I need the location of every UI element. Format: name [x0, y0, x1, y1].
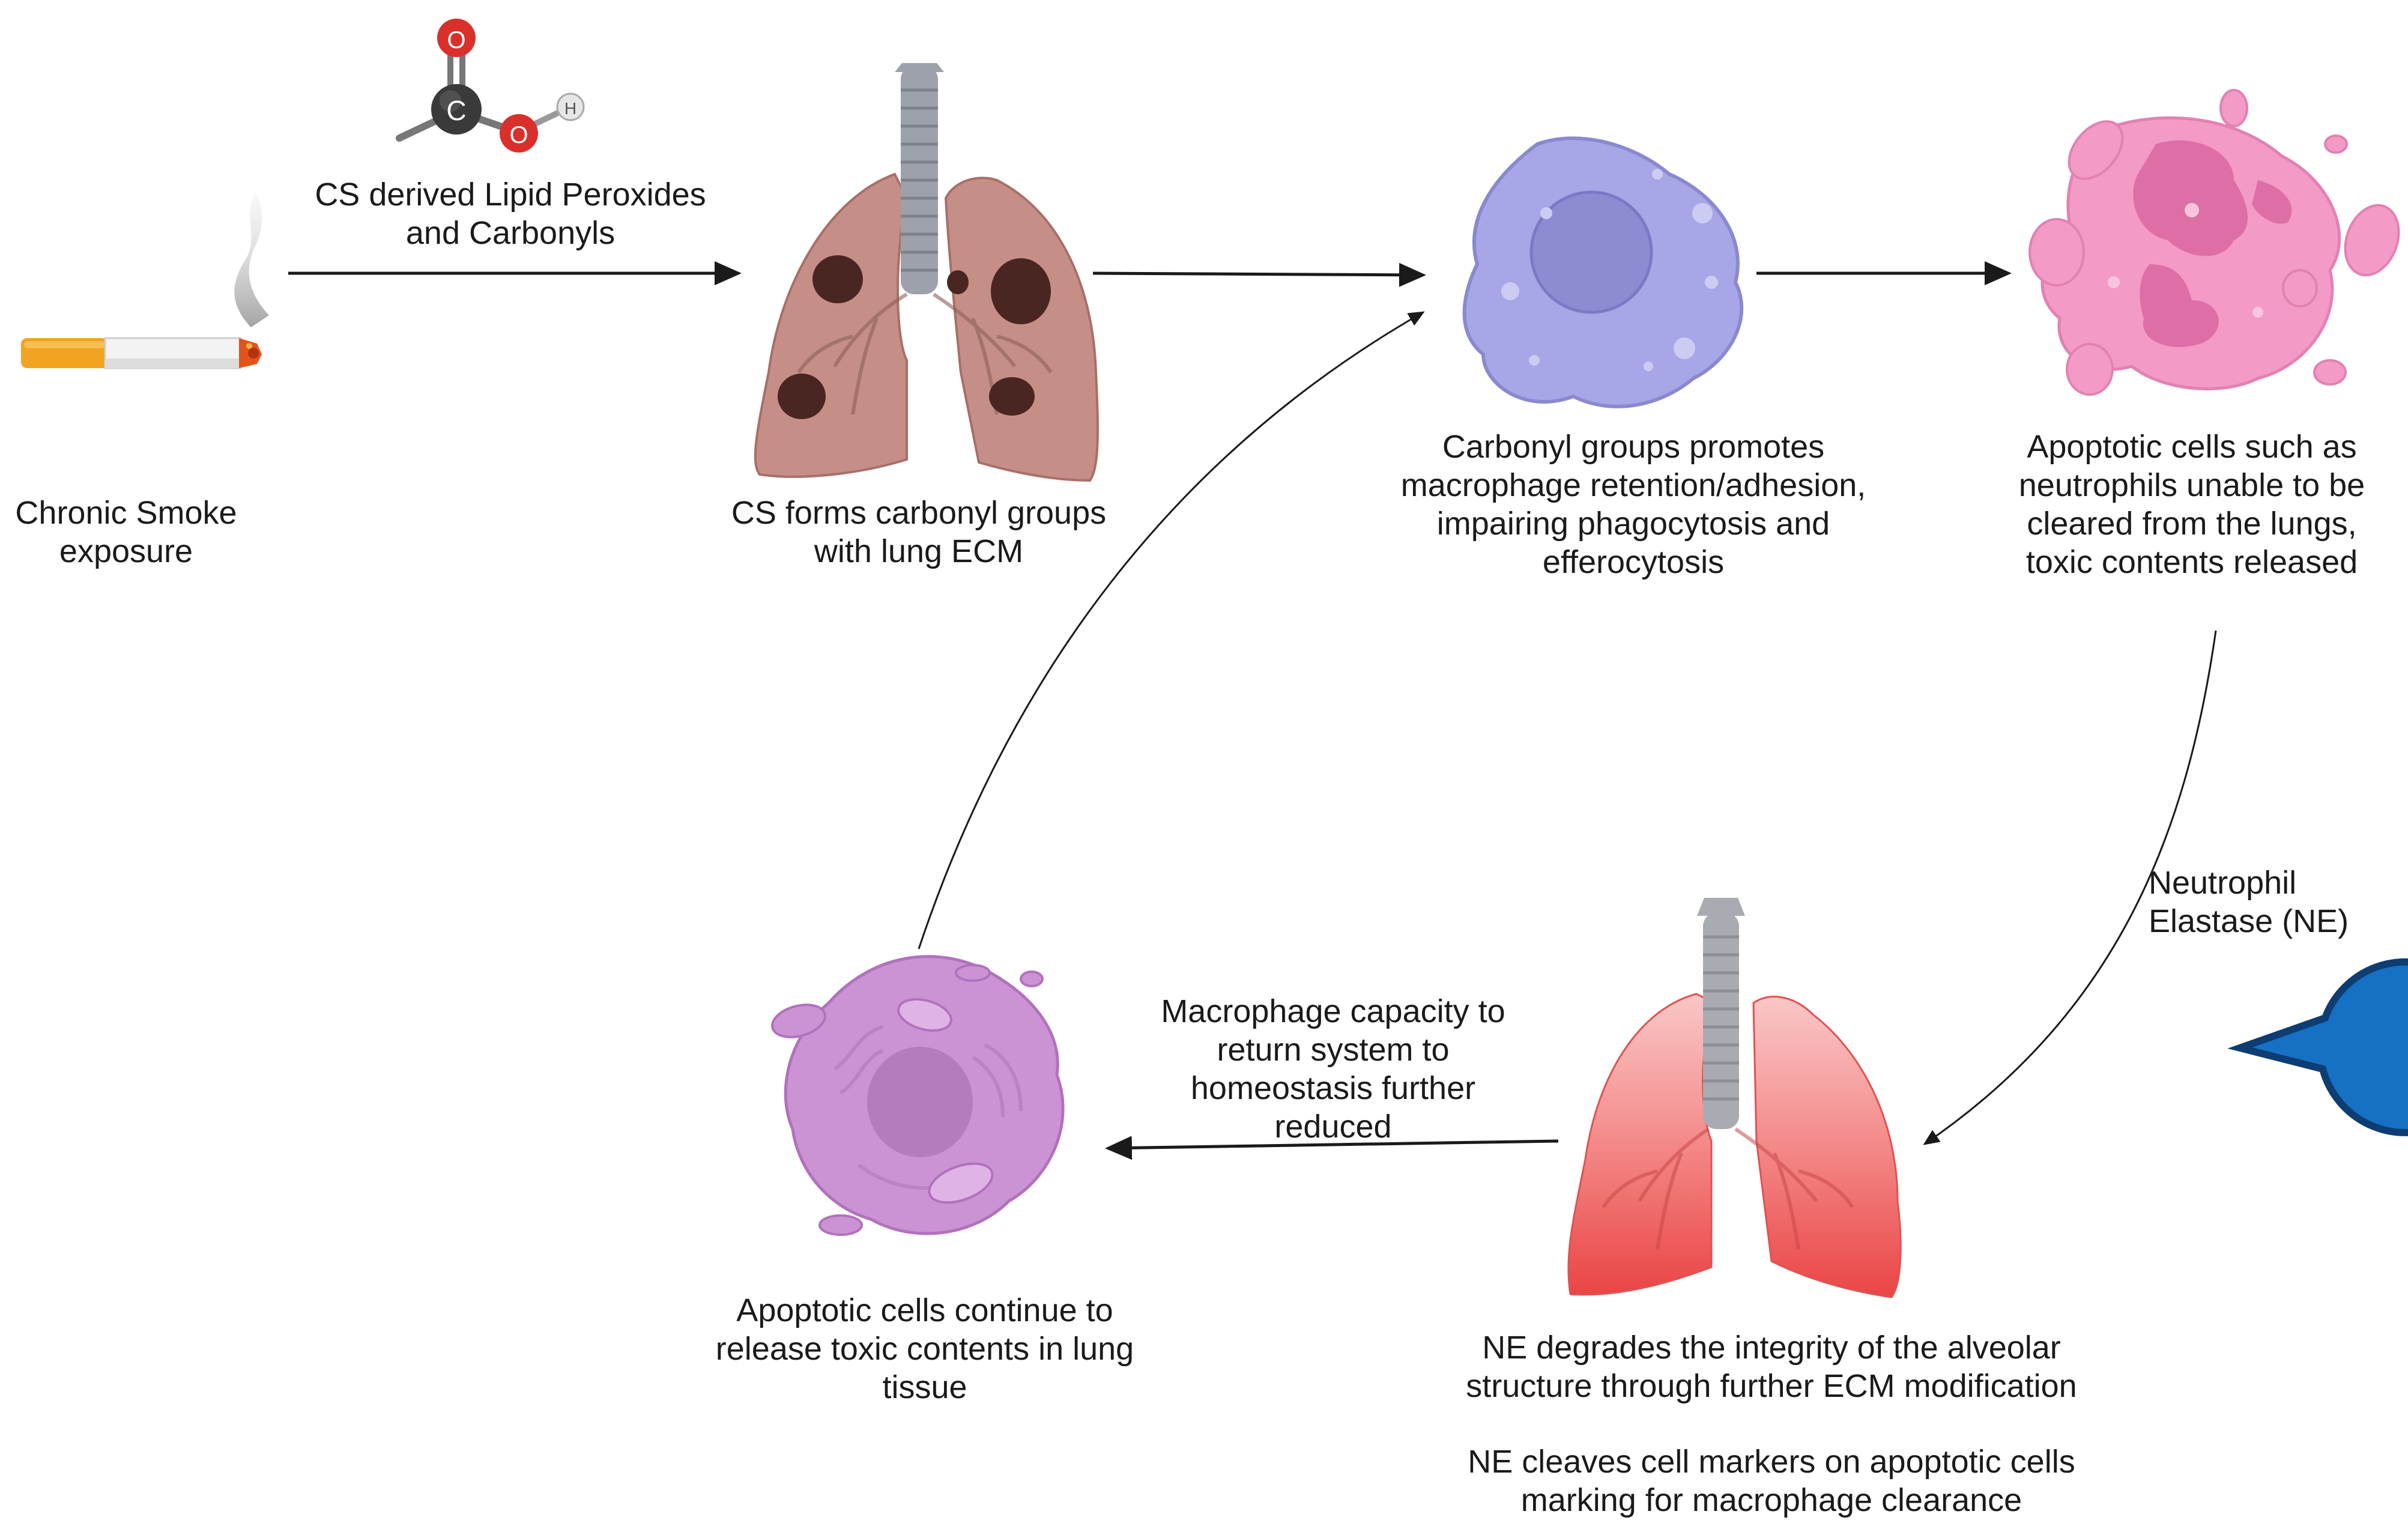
- arrow-apocell-to-macrophage: [918, 311, 1425, 949]
- atom-o-right: O: [509, 122, 528, 148]
- damaged-lung-icon: [754, 63, 1099, 482]
- carbonyl-molecule-icon: C O O H: [396, 19, 585, 153]
- neutrophil-elastase-pacman-icon: [2227, 958, 2408, 1136]
- label-line: macrophage retention/adhesion,: [1400, 467, 1866, 503]
- apoptotic-neutrophil-icon: [2028, 89, 2400, 396]
- label-line: Carbonyl groups promotes: [1442, 429, 1825, 465]
- atom-o-top: O: [447, 27, 465, 53]
- label-neutrophil-elastase: Neutrophil Elastase (NE): [2149, 864, 2401, 940]
- label-line: and Carbonyls: [405, 215, 616, 251]
- label-line: NE degrades the integrity of the alveola…: [1482, 1330, 2061, 1366]
- label-line: efferocytosis: [1542, 544, 1725, 580]
- label-line: CS forms carbonyl groups: [731, 495, 1107, 531]
- label-lipid-peroxides: CS derived Lipid Peroxides and Carbonyls: [294, 175, 727, 252]
- label-line: reduced: [1274, 1109, 1392, 1145]
- label-line: tissue: [882, 1369, 967, 1405]
- label-line: with lung ECM: [814, 533, 1024, 569]
- label-line: neutrophils unable to be: [2018, 467, 2365, 503]
- label-line: release toxic contents in lung: [715, 1331, 1134, 1367]
- atom-c: C: [446, 95, 466, 126]
- arrow-lung-to-macrophage: [1092, 262, 1426, 287]
- apoptotic-cell-icon: [771, 955, 1065, 1236]
- cigarette-icon: [21, 192, 269, 369]
- label-line: NE cleaves cell markers on apoptotic cel…: [1468, 1444, 2075, 1480]
- label-line: return system to: [1217, 1032, 1450, 1068]
- label-apoptotic-cells-continue: Apoptotic cells continue to release toxi…: [673, 1291, 1177, 1406]
- label-carbonyl-groups-lung-ecm: CS forms carbonyl groups with lung ECM: [712, 494, 1126, 571]
- label-ne-degrades: NE degrades the integrity of the alveola…: [1399, 1328, 2144, 1405]
- label-macrophage-retention: Carbonyl groups promotes macrophage rete…: [1375, 428, 1892, 581]
- arrow-lung2-to-apocell: [1105, 1136, 1559, 1160]
- label-line: Neutrophil: [2149, 865, 2297, 901]
- label-line: homeostasis further: [1190, 1070, 1476, 1106]
- inflamed-lung-icon: [1567, 898, 1902, 1298]
- label-apoptotic-neutrophils: Apoptotic cells such as neutrophils unab…: [2000, 428, 2384, 581]
- label-line: Apoptotic cells continue to: [736, 1292, 1113, 1328]
- label-line: impairing phagocytosis and: [1436, 506, 1830, 542]
- label-line: cleared from the lungs,: [2027, 506, 2357, 542]
- label-line: structure through further ECM modificati…: [1466, 1368, 2077, 1404]
- macrophage-icon: [1462, 136, 1744, 408]
- label-line: Elastase (NE): [2149, 903, 2349, 939]
- label-line: marking for macrophage clearance: [1520, 1482, 2022, 1518]
- label-line: toxic contents released: [2025, 544, 2358, 580]
- label-line: Macrophage capacity to: [1161, 993, 1505, 1029]
- arrow-apoptotic-to-lung2: [1923, 630, 2217, 1145]
- label-line: CS derived Lipid Peroxides: [315, 177, 706, 213]
- label-chronic-smoke: Chronic Smoke exposure: [6, 494, 246, 571]
- label-ne-cleaves: NE cleaves cell markers on apoptotic cel…: [1399, 1443, 2144, 1519]
- label-macrophage-capacity: Macrophage capacity to return system to …: [1129, 992, 1537, 1146]
- label-line: Chronic Smoke: [15, 495, 237, 531]
- label-line: exposure: [59, 533, 193, 569]
- atom-h: H: [564, 99, 576, 118]
- label-line: Apoptotic cells such as: [2027, 429, 2357, 465]
